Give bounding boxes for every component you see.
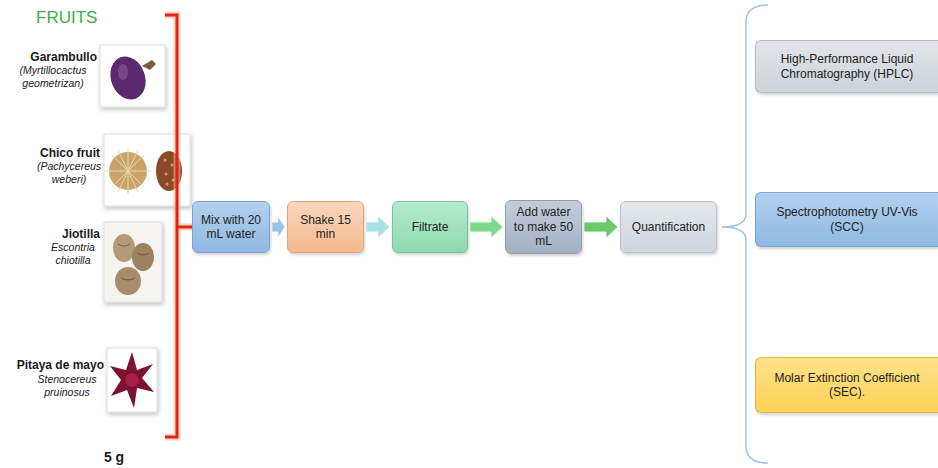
box-text-group: Molar Extinction Coefficient (SEC). xyxy=(762,371,932,400)
dot xyxy=(166,183,169,186)
process-box: Quantification xyxy=(620,201,717,253)
photo-frame xyxy=(104,222,162,302)
block-arrow xyxy=(584,216,618,238)
process-box: Mix with 20 mL water xyxy=(192,201,270,253)
process-box: Spectrophotometry UV-Vis (SCC) xyxy=(755,192,938,247)
species-name: Stenocereus pruinosus xyxy=(30,373,104,399)
box-label: Shake 15 min xyxy=(294,213,357,242)
process-box: Add water to make 50 mL xyxy=(505,200,582,253)
process-box: Shake 15 min xyxy=(287,201,364,253)
box-text-group: Filtrate xyxy=(412,220,449,234)
species-name: (Myrtillocactus geometrizan) xyxy=(8,64,98,90)
box-text-group: High-Performance Liquid Chromatography (… xyxy=(762,52,932,81)
photo-frame xyxy=(100,45,165,107)
box-label: Quantification xyxy=(632,220,705,234)
fruit-jiotilla xyxy=(115,267,141,295)
fruit-highlight xyxy=(118,64,128,80)
red-bracket xyxy=(165,15,192,437)
spine xyxy=(118,150,138,192)
block-arrow xyxy=(272,216,285,238)
fruit-spines xyxy=(105,148,151,194)
fruit-pitaya xyxy=(110,352,154,408)
box-label: Spectrophotometry UV-Vis (SCC) xyxy=(762,205,932,234)
box-label: Add water to make 50 mL xyxy=(512,205,575,248)
fruit-stem xyxy=(142,60,156,70)
fruit-scales xyxy=(118,244,149,280)
box-text-group: Spectrophotometry UV-Vis (SCC) xyxy=(762,205,932,234)
block-arrow xyxy=(470,216,503,238)
bracket-glow xyxy=(165,15,192,437)
quantity-label: 5 g xyxy=(96,449,132,467)
box-text-group: Mix with 20 mL water xyxy=(199,213,263,242)
dot xyxy=(164,159,167,162)
photo-frame xyxy=(107,348,157,412)
box-label: Molar Extinction Coefficient (SEC). xyxy=(762,371,932,400)
fruit-jiotilla xyxy=(113,234,135,262)
fruit-dots xyxy=(164,159,175,186)
spine xyxy=(118,150,138,192)
fruit-name: Chico fruit xyxy=(5,146,100,161)
box-text-group: Shake 15 min xyxy=(294,213,357,242)
process-box: Filtrate xyxy=(392,201,468,253)
fruit-name: Jiotilla xyxy=(5,227,100,242)
process-box: High-Performance Liquid Chromatography (… xyxy=(755,40,938,93)
species-name: (Pachycereus weberi) xyxy=(34,160,104,186)
fruit-garambullo xyxy=(105,52,152,105)
fruit-jiotilla xyxy=(132,243,154,271)
box-label: Filtrate xyxy=(412,220,449,234)
species-name: Escontria chiotilla xyxy=(44,241,102,267)
dot xyxy=(171,164,174,167)
box-label: Mix with 20 mL water xyxy=(199,213,263,242)
box-text-group: Add water to make 50 mL xyxy=(512,205,575,248)
fruit-pitaya-center xyxy=(125,373,139,387)
dot xyxy=(165,173,168,176)
heading-title: FRUITS xyxy=(36,8,97,28)
block-arrow xyxy=(366,216,390,238)
fruit-name: Pitaya de mayo xyxy=(2,358,104,373)
scale-lines xyxy=(118,244,149,280)
fruit-name: Garambullo xyxy=(2,50,97,65)
process-box: Molar Extinction Coefficient (SEC). xyxy=(755,357,938,413)
box-label: High-Performance Liquid Chromatography (… xyxy=(762,52,932,81)
box-text-group: Quantification xyxy=(632,220,705,234)
